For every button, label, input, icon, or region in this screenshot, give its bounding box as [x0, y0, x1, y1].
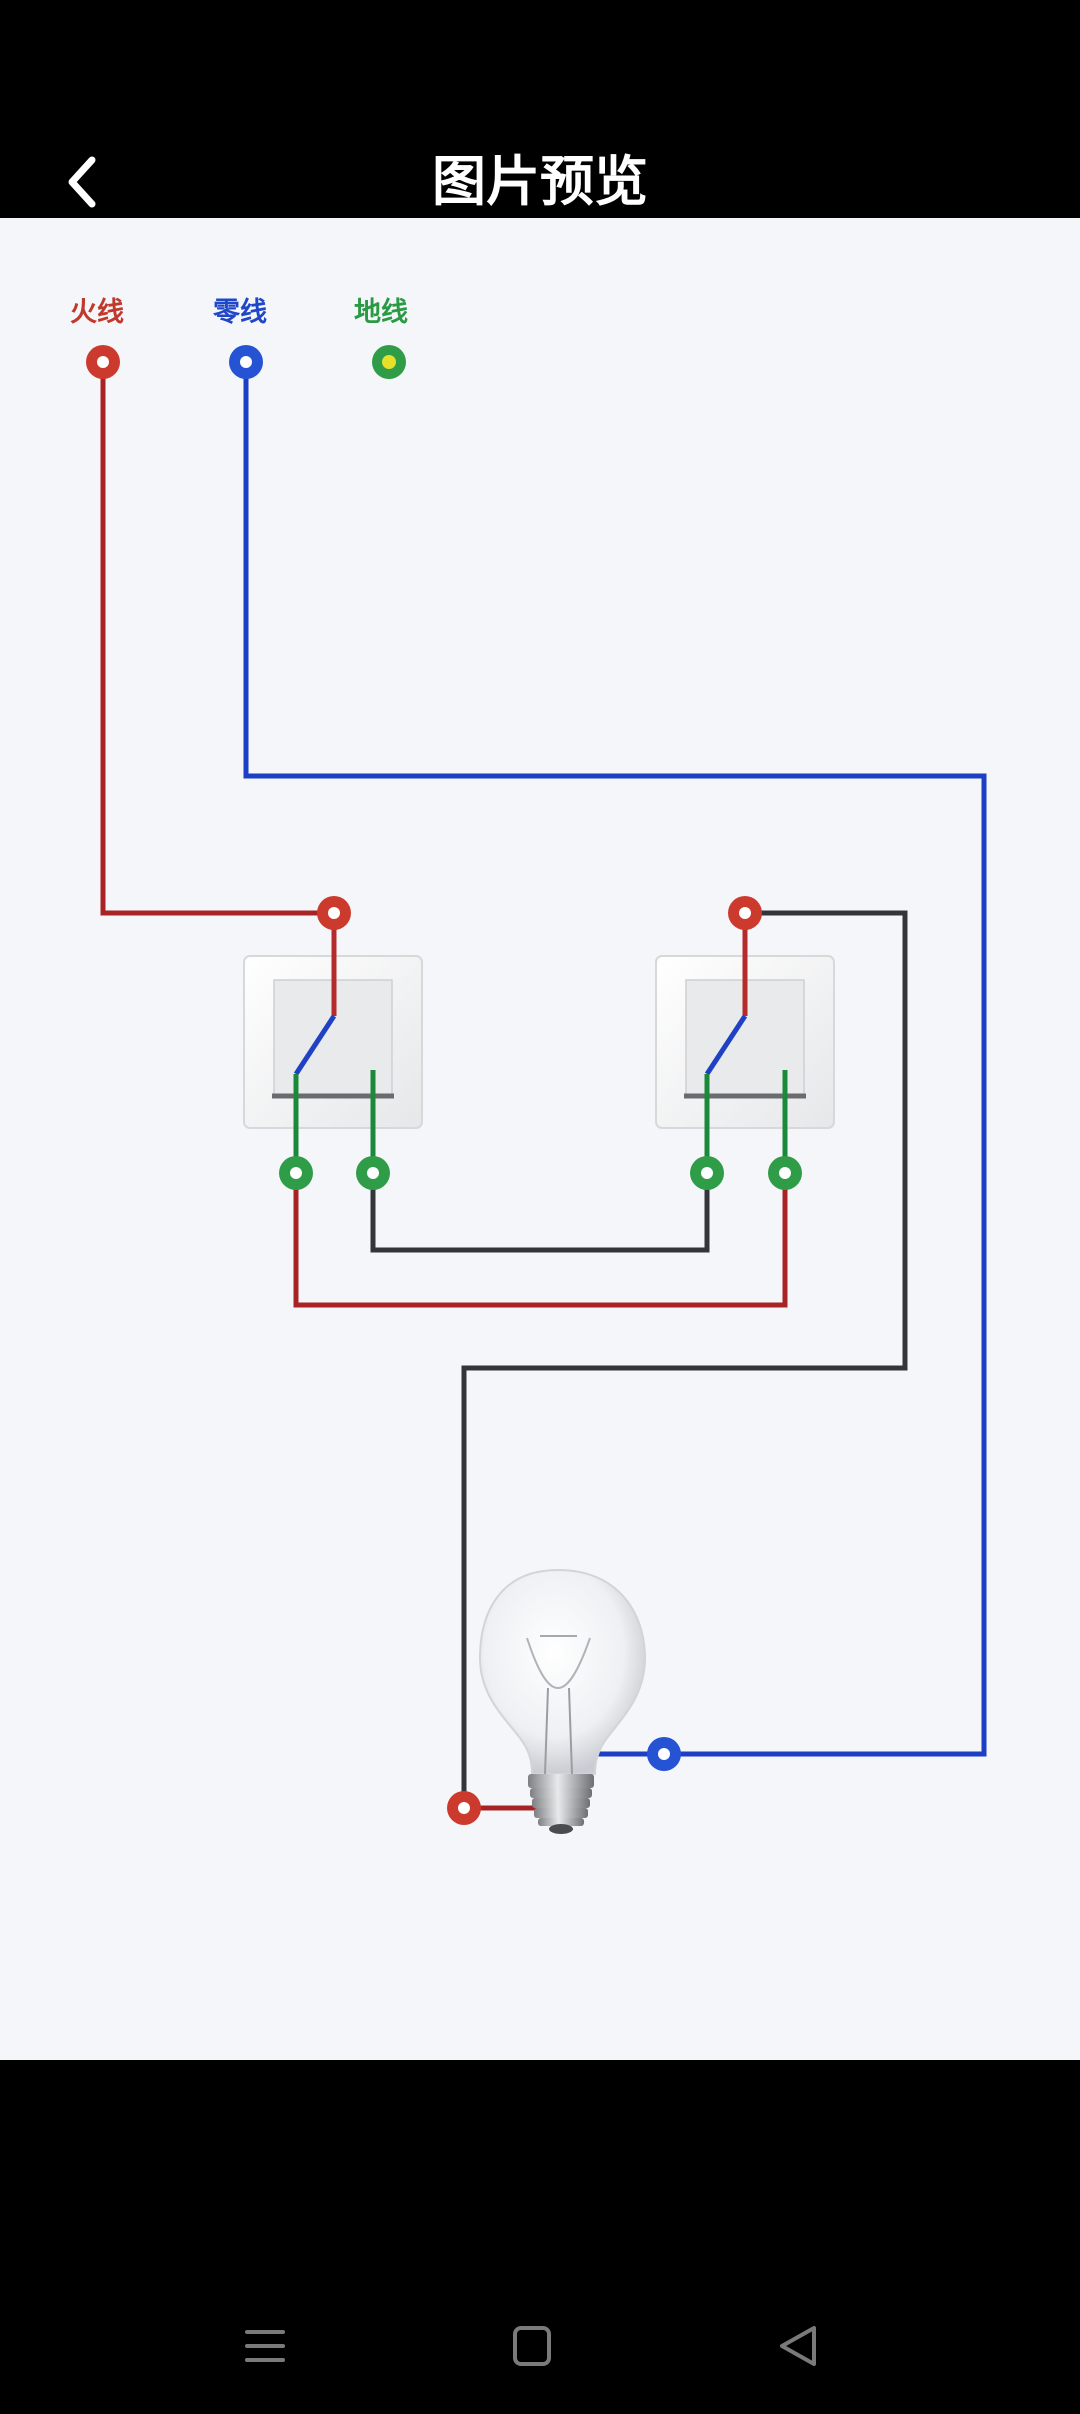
ground-terminal — [372, 345, 406, 379]
traveler-wire-2 — [293, 1172, 788, 1308]
back-button[interactable] — [48, 142, 128, 222]
lamp-neutral-terminal — [647, 1737, 681, 1771]
lamp-live-terminal — [447, 1791, 481, 1825]
live-wire — [100, 363, 334, 916]
switch-2-terminal-b — [768, 1156, 802, 1190]
ground-label: 地线 — [354, 297, 408, 328]
home-button[interactable] — [492, 2306, 572, 2386]
switch-2 — [655, 913, 835, 1172]
switch-1-terminal-a — [279, 1156, 313, 1190]
switched-wire — [461, 910, 908, 1808]
live-label: 火线 — [70, 297, 124, 328]
switch-2-common-terminal — [728, 896, 762, 930]
system-nav-bar — [0, 2060, 1080, 2414]
neutral-wire — [243, 363, 987, 1757]
neutral-label: 零线 — [212, 297, 267, 328]
chevron-left-icon — [68, 156, 96, 208]
home-square-icon — [513, 2326, 551, 2366]
switch-1 — [243, 913, 423, 1172]
back-triangle-icon — [780, 2326, 816, 2366]
page-title: 图片预览 — [432, 150, 648, 213]
switch-1-common-terminal — [317, 896, 351, 930]
neutral-terminal — [229, 345, 263, 379]
image-preview-area[interactable]: 火线 零线 地线 — [0, 218, 1080, 2060]
app-header: 图片预览 — [0, 0, 1080, 218]
system-back-button[interactable] — [758, 2306, 838, 2386]
light-bulb — [478, 1568, 647, 1834]
menu-button[interactable] — [225, 2306, 305, 2386]
wiring-diagram: 火线 零线 地线 — [70, 297, 987, 1834]
switch-1-terminal-b — [356, 1156, 390, 1190]
switch-2-terminal-a — [690, 1156, 724, 1190]
menu-icon — [245, 2330, 285, 2362]
traveler-wire-1 — [370, 1172, 710, 1253]
live-terminal — [86, 345, 120, 379]
